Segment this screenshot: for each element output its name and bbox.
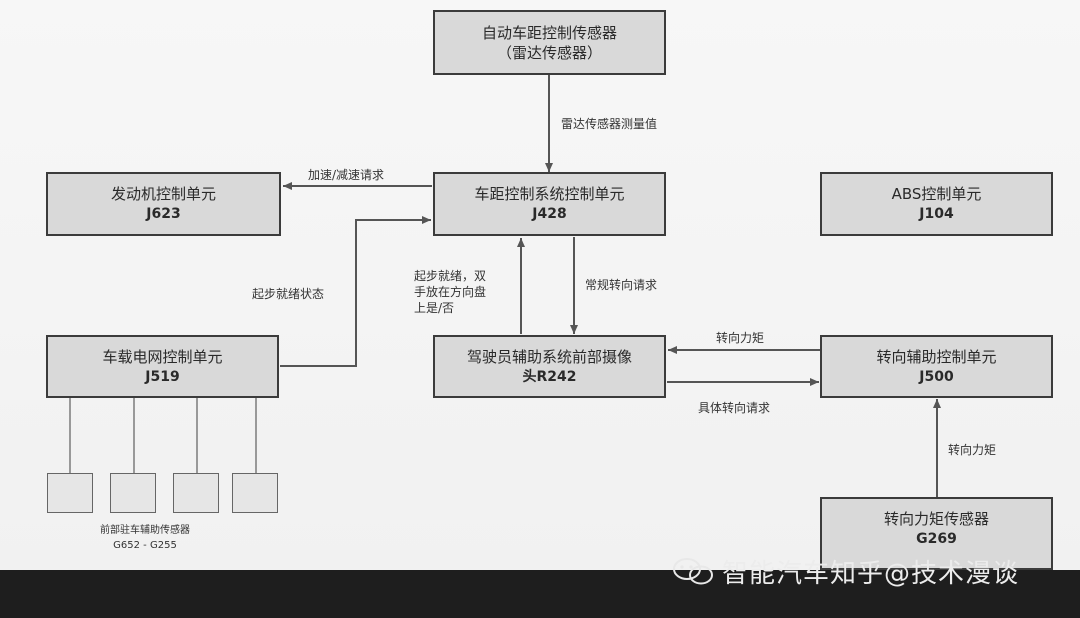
steer-request-label: 常规转向请求 (585, 278, 658, 292)
acc-control-unit-box: 车距控制系统控制单元 J428 (433, 172, 666, 236)
accel-request-label: 加速/减速请求 (308, 168, 385, 182)
hands-on-wheel-line-1: 起步就绪，双 (414, 269, 487, 283)
steering-assist-unit-code: J500 (919, 368, 954, 385)
hands-on-wheel-line-3: 上是/否 (414, 301, 455, 315)
radar-sensor-subtitle: （雷达传感器） (496, 43, 602, 62)
hands-on-wheel-line-2: 手放在方向盘 (414, 285, 487, 299)
radar-sensor-name: 自动车距控制传感器 (481, 23, 617, 42)
sensor-wire-3 (196, 398, 198, 473)
sensor-wire-2 (133, 398, 135, 473)
parking-sensors-caption: 前部驻车辅助传感器 G652 - G255 (100, 523, 190, 553)
torque-sensor-code: G269 (916, 531, 957, 547)
torque-sensor-name: 转向力矩传感器 (883, 510, 989, 528)
radar-sensor-box: 自动车距控制传感器 （雷达传感器） (433, 10, 666, 75)
parking-sensor-4 (232, 473, 278, 513)
wechat-logo-icon (673, 558, 713, 585)
hands-on-wheel-label: 起步就绪，双 手放在方向盘 上是/否 (414, 268, 486, 316)
parking-sensor-1 (47, 473, 93, 513)
steering-assist-unit-box: 转向辅助控制单元 J500 (820, 335, 1053, 398)
connection-wires (280, 75, 941, 497)
abs-control-unit-code: J104 (919, 206, 954, 222)
acc-control-unit-code: J428 (532, 206, 567, 222)
front-camera-code: 头R242 (522, 368, 577, 385)
front-camera-name: 驾驶员辅助系统前部摄像 (466, 347, 632, 366)
start-status-label: 起步就绪状态 (252, 287, 325, 301)
steering-assist-unit-name: 转向辅助控制单元 (876, 347, 997, 366)
gateway-control-unit-code: J519 (145, 368, 180, 385)
radar-value-label: 雷达传感器测量值 (561, 117, 658, 131)
watermark-text: 智能汽车知乎@技术漫谈 (722, 559, 1020, 589)
steer-torque-label-top: 转向力矩 (716, 331, 765, 345)
gateway-control-unit-name: 车载电网控制单元 (102, 347, 223, 366)
parking-sensor-3 (173, 473, 219, 513)
sensor-wire-1 (69, 398, 71, 473)
sensor-wire-4 (255, 398, 257, 473)
abs-control-unit-box: ABS控制单元 J104 (820, 172, 1053, 236)
gateway-to-acc-arrow (280, 216, 431, 367)
steer-torque-label-right: 转向力矩 (948, 443, 997, 457)
engine-control-unit-name: 发动机控制单元 (110, 185, 216, 203)
acc-control-unit-name: 车距控制系统控制单元 (474, 185, 625, 203)
parking-sensors-caption-line-1: 前部驻车辅助传感器 (100, 525, 190, 536)
engine-control-unit-box: 发动机控制单元 J623 (46, 172, 281, 236)
specific-steer-request-label: 具体转向请求 (698, 401, 771, 415)
abs-control-unit-name: ABS控制单元 (891, 185, 982, 203)
torque-sensor-box: 转向力矩传感器 G269 (820, 497, 1053, 570)
parking-sensors-caption-line-2: G652 - G255 (113, 540, 177, 551)
front-camera-box: 驾驶员辅助系统前部摄像 头R242 (433, 335, 666, 398)
engine-control-unit-code: J623 (146, 206, 181, 222)
bottom-bar (0, 570, 1080, 618)
gateway-control-unit-box: 车载电网控制单元 J519 (46, 335, 279, 398)
parking-sensor-2 (110, 473, 156, 513)
